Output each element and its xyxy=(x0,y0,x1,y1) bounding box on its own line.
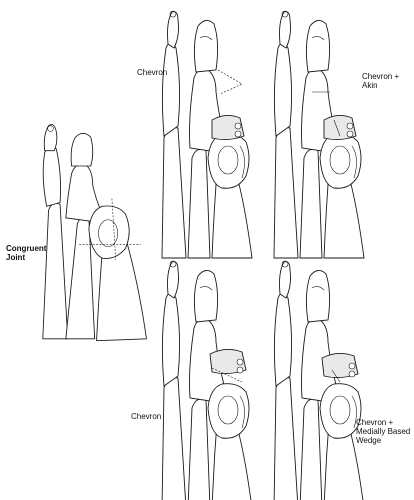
chevron-akin-diagram xyxy=(273,10,365,259)
congruent-joint-diagram xyxy=(42,124,147,342)
chevron-wedge-diagram xyxy=(273,260,365,500)
chevron-diagram-top xyxy=(161,10,253,259)
chevron-diagram-bottom xyxy=(161,260,253,500)
label-chevron-top: Chevron xyxy=(137,68,168,77)
label-chevron-akin: Chevron + Akin xyxy=(362,72,400,90)
label-chevron-bottom: Chevron xyxy=(131,412,162,421)
label-chevron-wedge: Chevron + Medially Based Wedge xyxy=(356,418,411,445)
label-congruent-joint: Congruent Joint xyxy=(6,244,47,262)
